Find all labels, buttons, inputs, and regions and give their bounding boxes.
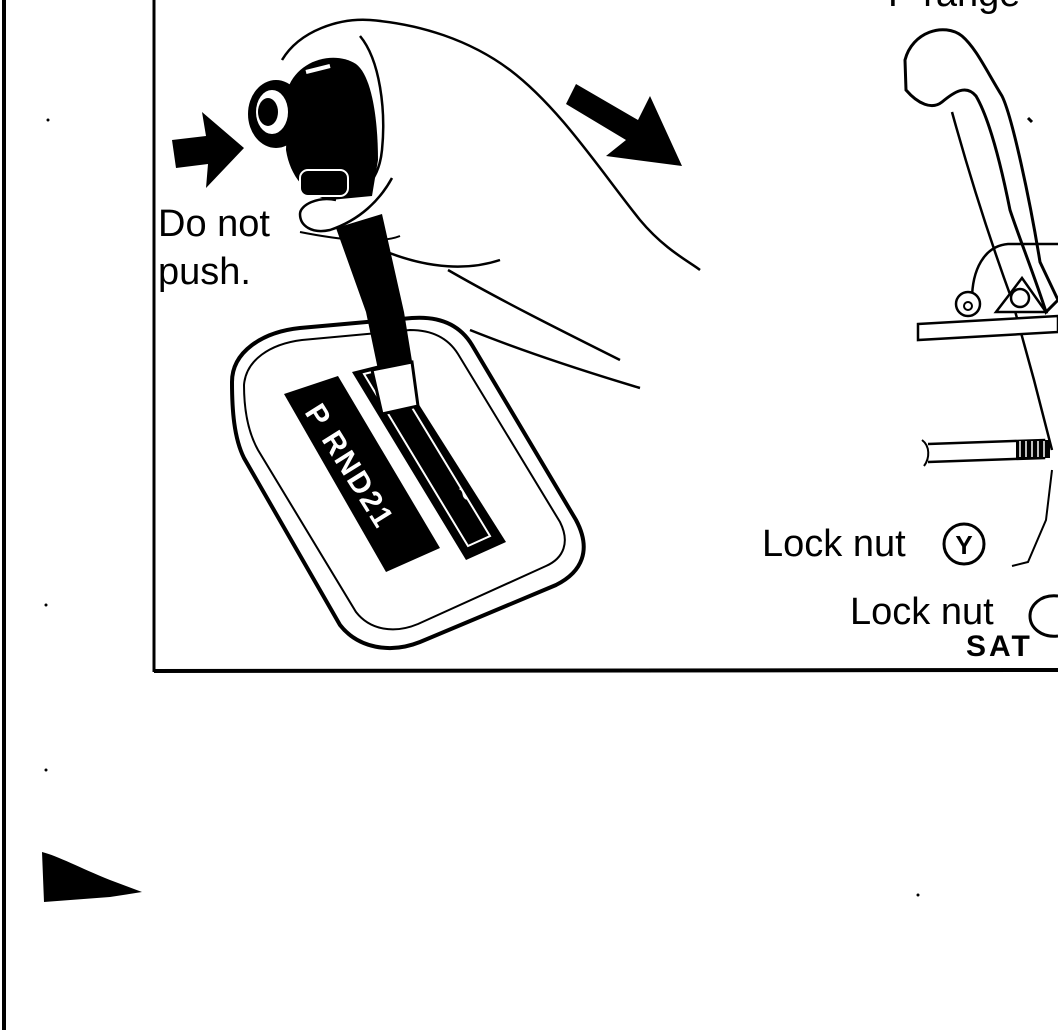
do-not-label: Do not [158,203,270,245]
lever-knob [248,57,378,200]
lock-nut-y-badge [942,522,986,566]
knob-button [299,169,349,197]
linkage-lever [903,28,1058,315]
lock-nut-y-label: Lock nut [762,523,906,565]
threaded-section [1016,440,1050,458]
hand-outline [280,18,701,390]
lock-nut-z-label: Lock nut [850,591,994,633]
linkage-illustration: P range [888,0,1058,567]
gate-left-slot [284,376,440,572]
top-partial-label: P range [888,0,1020,15]
lock-nut-z-badge [1028,594,1058,638]
figure-frame-bottom [153,668,1058,673]
mounting-plate [916,314,1058,342]
figure-code: SAT [966,630,1033,663]
lock-nut-y-letter: Y [955,530,972,560]
pivot-bracket [970,242,1058,301]
shift-lever-illustration: P RND21 ~ [172,18,701,650]
arrow-right-icon [172,112,244,188]
lever-shaft [336,214,418,408]
scan-artifacts [42,118,920,902]
arrow-down-right-icon [566,84,682,166]
push-label: push. [158,251,251,293]
